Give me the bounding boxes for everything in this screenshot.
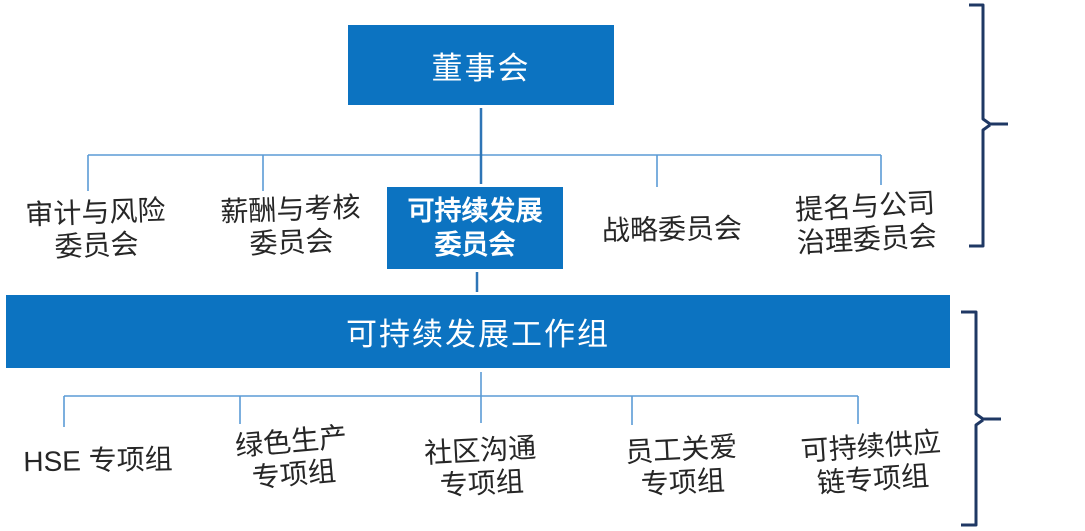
label-line: HSE 专项组 [23,443,173,478]
center-spine [475,108,483,293]
node-sustainable-supply-chain-taskforce: 可持续供应 链专项组 [778,424,966,503]
node-audit-risk-committee: 审计与风险 委员会 [3,193,189,265]
label-line: 委员会 [54,228,140,263]
distribution-connectors [63,154,882,427]
node-hse-taskforce: HSE 专项组 [8,442,189,478]
label-line: 委员会 [249,225,335,260]
node-community-communication-taskforce: 社区沟通 专项组 [388,429,573,504]
node-workgroup-label: 可持续发展工作组 [346,317,610,352]
node-sustainability-workgroup: 可持续发展工作组 [3,292,953,371]
node-employee-care-taskforce: 员工关爱 专项组 [588,428,775,504]
node-remuneration-committee: 薪酬与考核 委员会 [198,190,384,262]
label-line: 薪酬与考核 [219,191,361,228]
execution-bracket [961,310,1001,527]
node-nomination-governance-committee: 提名与公司 治理委员会 [772,185,959,261]
node-board-label: 董事会 [431,50,531,86]
label-line: 战略委员会 [601,212,743,247]
label-line: 审计与风险 [24,194,166,231]
node-strategy-committee: 战略委员会 [580,211,765,247]
governance-bracket [969,3,1008,248]
label-line: 可持续发展 [407,196,543,226]
label-line: 委员会 [434,230,516,260]
node-board: 董事会 [345,22,617,108]
node-sustainability-committee: 可持续发展 委员会 [384,184,566,272]
